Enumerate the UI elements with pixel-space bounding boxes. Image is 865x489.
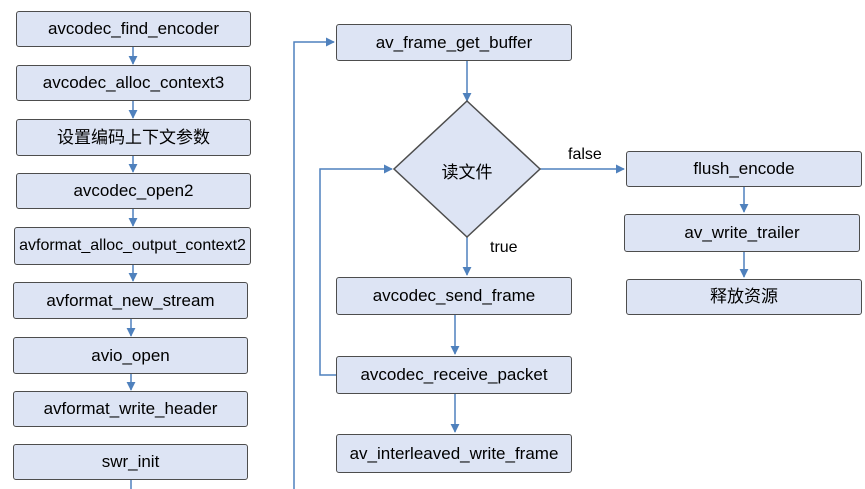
node-avcodec-receive-packet: avcodec_receive_packet (336, 356, 572, 394)
node-flush-encode: flush_encode (626, 151, 862, 187)
edge-label-true: true (490, 239, 518, 256)
node-avio-open: avio_open (13, 337, 248, 374)
connector-loop-back (319, 164, 393, 376)
node-avcodec-find-encoder: avcodec_find_encoder (16, 11, 251, 47)
node-av-frame-get-buffer: av_frame_get_buffer (336, 24, 572, 61)
node-avcodec-open2: avcodec_open2 (16, 173, 251, 209)
edge-label-false: false (568, 146, 602, 163)
node-avformat-new-stream: avformat_new_stream (13, 282, 248, 319)
node-avcodec-send-frame: avcodec_send_frame (336, 277, 572, 315)
decision-label: 读文件 (441, 163, 493, 183)
decision-diamond (392, 99, 542, 239)
node-avformat-write-header: avformat_write_header (13, 391, 248, 427)
connector-to-get-buffer (293, 37, 335, 489)
node-avformat-alloc-output-context2: avformat_alloc_output_context2 (14, 227, 251, 265)
node-release-resources: 释放资源 (626, 279, 862, 315)
node-av-interleaved-write-frame: av_interleaved_write_frame (336, 434, 572, 473)
node-av-write-trailer: av_write_trailer (624, 214, 860, 252)
node-set-encoder-context-params: 设置编码上下文参数 (16, 119, 251, 156)
node-avcodec-alloc-context3: avcodec_alloc_context3 (16, 65, 251, 101)
node-swr-init: swr_init (13, 444, 248, 480)
